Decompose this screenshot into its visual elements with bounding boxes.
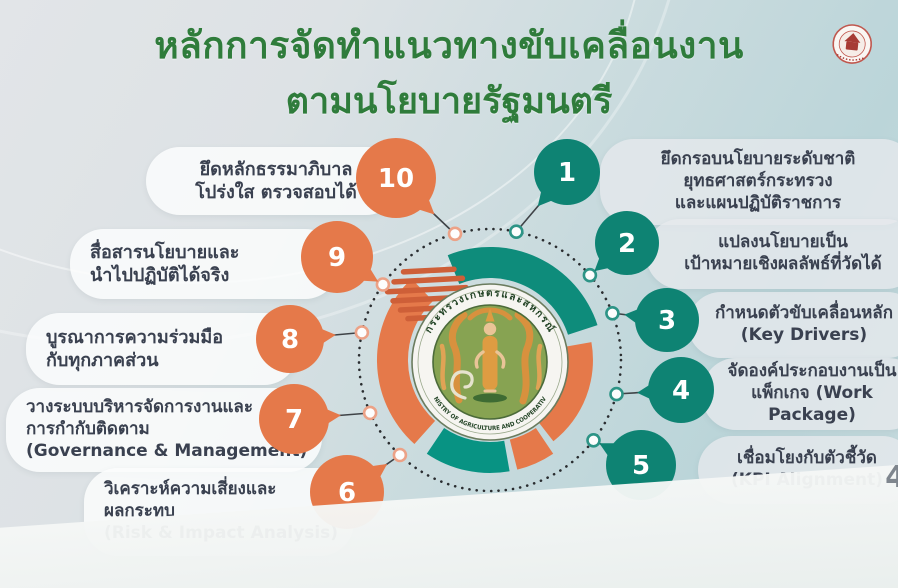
title-line-1: หลักการจัดทำแนวทางขับเคลื่อนงาน <box>154 24 744 67</box>
node-6 <box>392 447 408 463</box>
corner-emblem-icon <box>832 24 873 64</box>
badge-3-number: 3 <box>658 306 676 336</box>
seal-artwork <box>439 307 543 405</box>
ring-arc-bottom-teal <box>426 428 510 474</box>
page-corner-digit: 4 <box>885 460 898 495</box>
ring-arcs <box>376 246 598 474</box>
node-9 <box>375 277 391 292</box>
item-8-label: บูรณาการความร่วมมือ กับทุกภาคส่วน <box>26 313 298 385</box>
dotted-orbit-circle <box>357 227 623 493</box>
badge-5-number: 5 <box>632 451 650 481</box>
node-3 <box>605 305 620 321</box>
ring-arc-right-orange <box>534 342 593 442</box>
item-4-label: จัดองค์ประกอบงานเป็น แพ็กเกจ (Work Packa… <box>702 358 898 430</box>
node-7 <box>362 405 378 421</box>
ring-arc-top-teal <box>447 246 598 335</box>
item-2-label: แปลงนโยบายเป็น เป้าหมายเชิงผลลัพธ์ที่วัด… <box>646 219 898 289</box>
item-1-label: ยึดกรอบนโยบายระดับชาติ ยุทธศาสตร์กระทรวง… <box>600 139 898 225</box>
badge-1: 1 <box>534 139 600 207</box>
item-7-label: วางระบบบริหารจัดการงานและ การกำกับติดตาม… <box>6 388 322 472</box>
orbit-nodes <box>354 224 624 463</box>
speed-lines-icon <box>384 266 469 322</box>
badge-2-number: 2 <box>618 229 636 259</box>
badge-4-number: 4 <box>672 376 690 406</box>
ring-arc-bottom-right-orange <box>509 428 554 470</box>
node-10 <box>447 226 463 242</box>
item-10-label: ยึดหลักธรรมาภิบาล โปร่งใส ตรวจสอบได้ <box>146 147 400 215</box>
svg-text:กระทรวงเกษตรและสหกรณ์: กระทรวงเกษตรและสหกรณ์ <box>423 288 557 335</box>
item-9-label: สื่อสารนโยบายและ นำไปปฏิบัติได้จริง <box>70 229 339 299</box>
seal-thai-name: กระทรวงเกษตรและสหกรณ์ <box>423 288 556 335</box>
ring-arc-left-orange <box>376 278 436 444</box>
item-3-label: กำหนดตัวขับเคลื่อนหลัก (Key Drivers) <box>688 292 898 358</box>
node-5 <box>586 432 601 448</box>
node-1 <box>508 224 524 239</box>
node-4 <box>609 386 624 402</box>
title-line-2: ตามนโยบายรัฐมนตรี <box>285 81 613 122</box>
badge-1-number: 1 <box>558 158 576 188</box>
node-8 <box>354 325 370 340</box>
node-2 <box>582 267 598 283</box>
